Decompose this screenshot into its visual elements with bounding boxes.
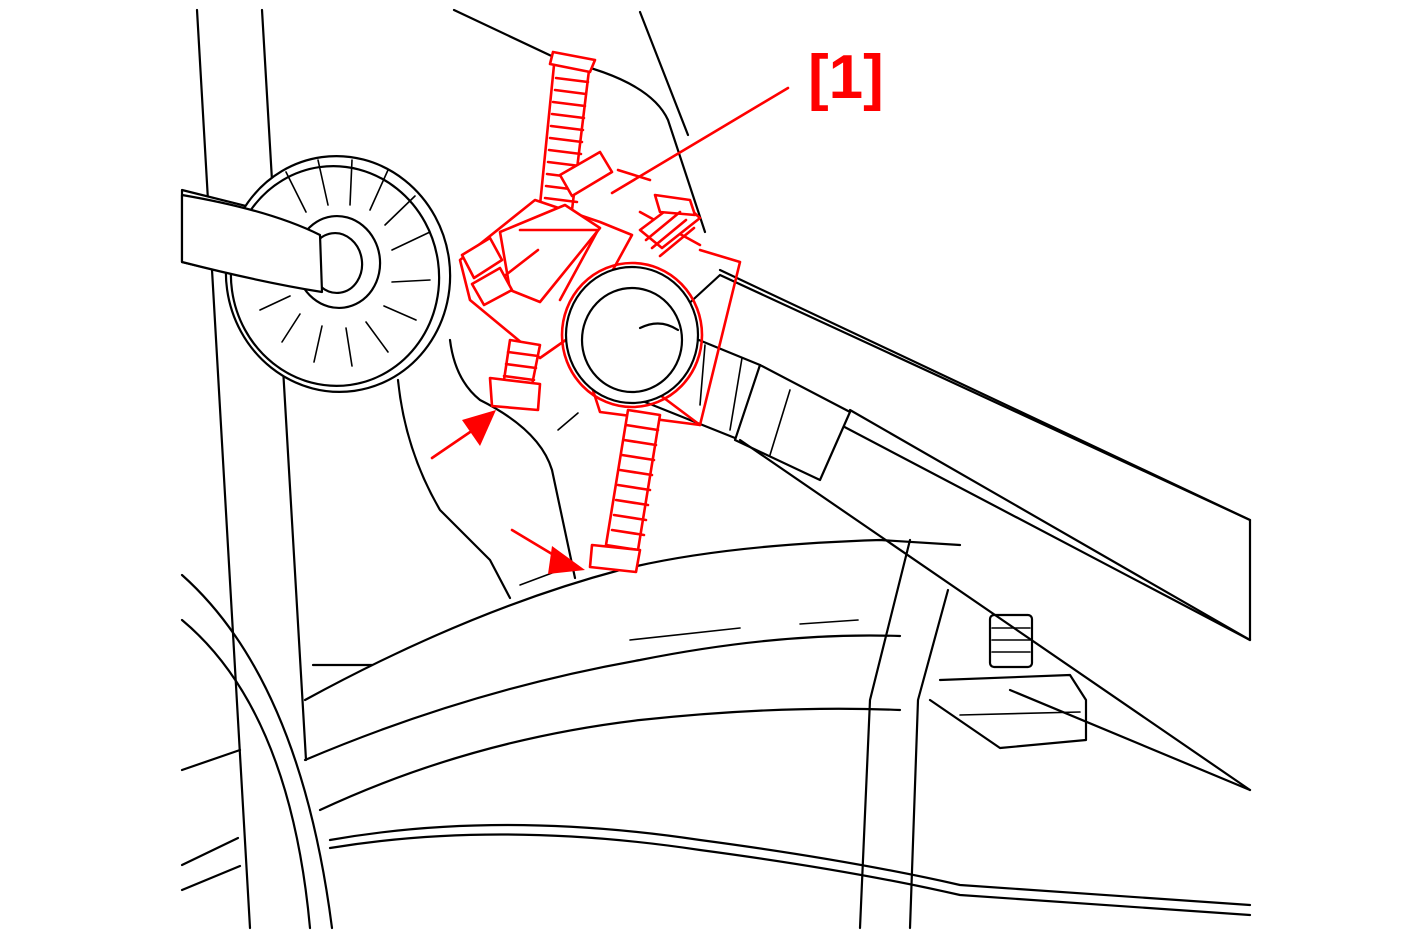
brake-line-arcs — [180, 573, 334, 930]
driveshaft-left — [180, 155, 452, 393]
tie-rod-end — [560, 261, 704, 409]
lower-bolt-long — [588, 408, 662, 574]
callout-label-1: [1] — [808, 43, 884, 112]
driveshaft-right — [638, 268, 1252, 792]
side-bolt — [638, 193, 702, 258]
crossmember — [180, 538, 1252, 917]
callout-1: [1] — [610, 43, 884, 195]
lower-bracket — [858, 538, 1252, 930]
highlighted-bracket-assembly — [458, 50, 742, 574]
arrow-lower-bolt — [510, 528, 585, 574]
lower-bolt-left — [488, 338, 542, 412]
arrows — [430, 410, 585, 574]
arrow-upper-bolt — [430, 410, 496, 460]
boot-ribs — [259, 159, 431, 367]
